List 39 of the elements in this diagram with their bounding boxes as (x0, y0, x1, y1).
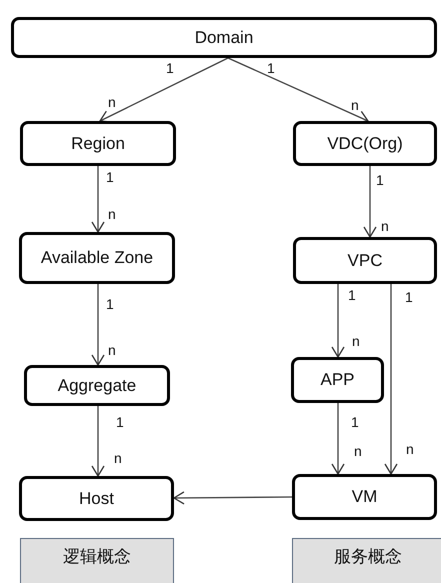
multiplicity-label: n (381, 219, 389, 233)
arrow (331, 284, 345, 358)
multiplicity-label: n (351, 98, 359, 112)
multiplicity-label: 1 (116, 415, 124, 429)
multiplicity-label: n (114, 451, 122, 465)
entity-box: Region (20, 121, 176, 166)
multiplicity-label: 1 (351, 415, 359, 429)
entity-box: VDC(Org) (293, 121, 437, 166)
multiplicity-label: n (108, 95, 116, 109)
multiplicity-label: 1 (106, 297, 114, 311)
multiplicity-label: 1 (267, 61, 275, 75)
entity-box: VM (292, 474, 437, 520)
multiplicity-label: 1 (405, 290, 413, 304)
arrow (173, 491, 292, 505)
entity-box: Domain (11, 17, 437, 58)
multiplicity-label: n (108, 343, 116, 357)
arrow (91, 166, 105, 233)
arrow (363, 166, 377, 238)
entity-box: Aggregate (24, 365, 170, 406)
multiplicity-label: n (108, 207, 116, 221)
multiplicity-label: 1 (348, 288, 356, 302)
category-box: 服务概念 (292, 538, 441, 583)
multiplicity-label: 1 (106, 170, 114, 184)
entity-box: Available Zone (19, 232, 175, 284)
arrow (91, 284, 105, 366)
entity-box: Host (19, 476, 174, 521)
arrow (99, 57, 228, 123)
multiplicity-label: 1 (376, 173, 384, 187)
multiplicity-label: n (352, 334, 360, 348)
multiplicity-label: n (406, 442, 414, 456)
arrow (91, 406, 105, 477)
multiplicity-label: 1 (166, 61, 174, 75)
entity-box: VPC (293, 237, 437, 284)
arrow (228, 57, 369, 124)
category-box: 逻辑概念 (20, 538, 174, 583)
arrow (331, 403, 345, 475)
arrow (384, 284, 398, 475)
multiplicity-label: n (354, 444, 362, 458)
entity-box: APP (291, 357, 384, 403)
